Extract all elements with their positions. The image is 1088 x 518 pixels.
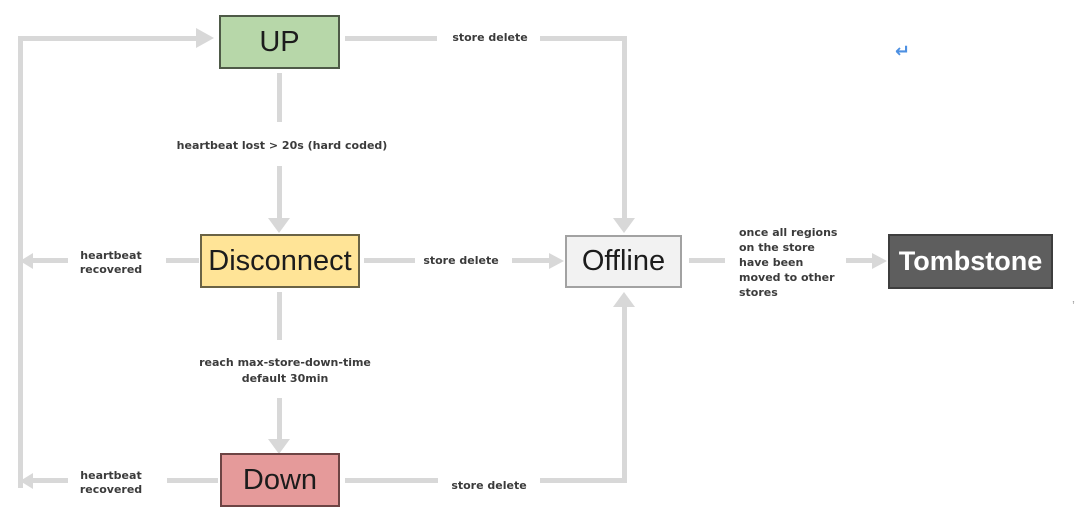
edge-down-to-up-line-2 (167, 478, 218, 483)
edge-disconnect-to-offline-line-2 (512, 258, 550, 263)
edge-offline-to-tombstone-line-2 (846, 258, 874, 263)
arrowhead-into-offline-top-icon (613, 218, 635, 233)
state-node-down: Down (220, 453, 340, 507)
arrowhead-into-tombstone-icon (872, 253, 887, 269)
edge-label-once-all-regions: once all regions on the store have been … (739, 226, 838, 299)
arrowhead-into-down-icon (268, 439, 290, 454)
edge-down-to-offline-line-1 (345, 478, 438, 483)
state-label-tombstone: Tombstone (898, 246, 1043, 276)
edge-down-to-offline-line-2 (540, 478, 627, 483)
edge-down-to-up-line-1 (31, 478, 68, 483)
edge-down-to-offline-vertical (622, 307, 627, 483)
edge-up-to-offline-line-1 (345, 36, 437, 41)
line-break-return-icon: ↵ (895, 41, 911, 62)
stray-mark: ’ (1072, 298, 1075, 313)
edge-up-to-offline-line-2 (540, 36, 627, 41)
edge-recovery-to-up-line (18, 36, 198, 41)
arrowhead-into-offline-left-icon (549, 253, 564, 269)
edge-label-store-delete-bottom: store delete (451, 479, 527, 492)
edge-label-store-delete-mid: store delete (423, 254, 499, 267)
state-node-up: UP (219, 15, 340, 69)
state-node-tombstone: Tombstone (888, 234, 1053, 289)
state-label-up: UP (259, 25, 300, 58)
arrowhead-into-disconnect-icon (268, 218, 290, 233)
edge-label-reach-max-store-down-time: reach max-store-down-time default 30min (199, 356, 371, 385)
arrowhead-down-recovered-icon (20, 473, 33, 489)
state-label-down: Down (242, 463, 318, 496)
edge-disconnect-to-up-line-1 (31, 258, 68, 263)
edge-up-to-offline-vertical (622, 36, 627, 218)
edge-label-store-delete-top: store delete (452, 31, 528, 44)
edge-label-heartbeat-recovered-mid: heartbeat recovered (79, 249, 143, 276)
state-node-disconnect: Disconnect (200, 234, 360, 288)
edge-disconnect-to-up-line-2 (166, 258, 199, 263)
edge-disconnect-to-offline-line-1 (364, 258, 415, 263)
state-label-offline: Offline (581, 245, 666, 277)
arrowhead-into-offline-bottom-icon (613, 292, 635, 307)
edge-up-to-disconnect-line-2 (277, 166, 282, 218)
state-node-offline: Offline (565, 235, 682, 288)
edge-up-to-disconnect-line-1 (277, 73, 282, 122)
state-label-disconnect: Disconnect (208, 244, 352, 277)
arrowhead-disconnect-recovered-icon (20, 253, 33, 269)
edge-label-heartbeat-recovered-bottom: heartbeat recovered (79, 469, 143, 496)
edge-disconnect-to-down-line-2 (277, 398, 282, 440)
arrowhead-into-up-icon (196, 28, 214, 48)
edge-disconnect-to-down-line-1 (277, 292, 282, 340)
edge-label-heartbeat-lost: heartbeat lost > 20s (hard coded) (176, 139, 388, 152)
edge-offline-to-tombstone-line-1 (689, 258, 725, 263)
